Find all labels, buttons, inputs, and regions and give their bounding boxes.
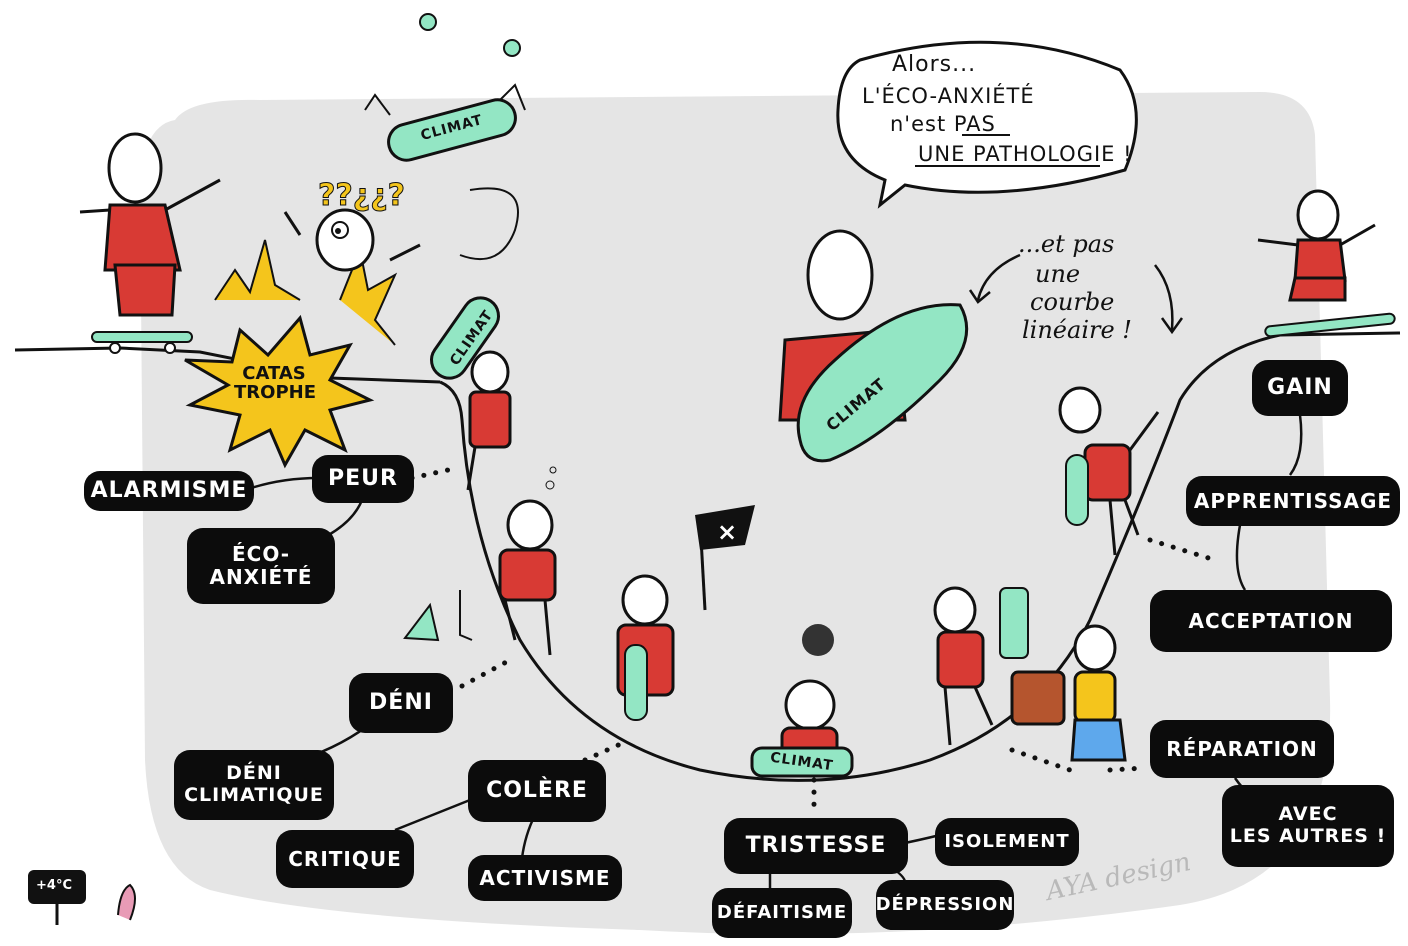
label-colere: COLÈRE: [468, 760, 606, 822]
label-reparation: RÉPARATION: [1150, 720, 1334, 778]
label-depression: DÉPRESSION: [876, 880, 1014, 930]
label-tristesse: TRISTESSE: [724, 818, 908, 874]
thermometer-text: +4°C: [36, 878, 72, 893]
catastrophe-text: CATAS TROPHE: [234, 363, 316, 403]
label-eco-anxiete-line-1: ÉCO-: [231, 542, 290, 566]
catastrophe-star: [184, 314, 375, 469]
sad-character: [750, 624, 854, 778]
skater-right-character: [1257, 189, 1396, 338]
label-eco-anxiete-line-2: ANXIÉTÉ: [209, 565, 313, 589]
left-ground-line: [14, 346, 441, 384]
arrow-right: [1154, 264, 1174, 331]
arrow-right-head: [1160, 317, 1184, 335]
label-gain: GAIN: [1252, 360, 1348, 416]
sand-bucket: [403, 602, 440, 642]
bubble-line-2: L'ÉCO-ANXIÉTÉ: [862, 84, 1035, 108]
label-alarmisme: ALARMISME: [84, 471, 254, 511]
emotional-curve: [439, 331, 1401, 782]
curve-note-line-2: une: [1035, 260, 1081, 288]
speech-bubble: [836, 40, 1138, 209]
label-eco-anxiete: ÉCO-ANXIÉTÉ: [187, 528, 335, 604]
svg-text:×: ×: [717, 518, 737, 546]
label-avec-les-autres-line-1: AVEC: [1278, 803, 1338, 826]
climbing-character-left: [430, 296, 512, 491]
label-defaitisme: DÉFAITISME: [712, 888, 852, 938]
dotted-connectors: [409, 467, 1218, 813]
label-apprentissage: APPRENTISSAGE: [1186, 476, 1400, 526]
drinking-character: [498, 466, 557, 656]
label-activisme: ACTIVISME: [468, 855, 622, 901]
bubble-line-4: UNE PATHOLOGIE !: [918, 142, 1133, 166]
falling-character: [283, 208, 421, 272]
curve-note-line-4: linéaire !: [1022, 316, 1132, 344]
arrow-left-head: [968, 289, 991, 304]
climbing-character-right: [1058, 386, 1160, 556]
label-avec-les-autres-line-2: LES AUTRES !: [1229, 825, 1387, 847]
question-marks: ??¿¿?: [318, 178, 405, 213]
label-isolement: ISOLEMENT: [935, 818, 1079, 866]
catastrophe-line-1: CATAS: [242, 363, 306, 384]
curve-note-line-1: ...et pas: [1018, 230, 1115, 258]
skater-left-character: [79, 132, 221, 354]
label-critique: CRITIQUE: [276, 830, 414, 888]
label-deni-climatique-line-1: DÉNI: [226, 762, 282, 785]
label-peur: PEUR: [312, 455, 414, 503]
repair-characters: [933, 586, 1127, 762]
central-character: [778, 229, 969, 463]
label-deni: DÉNI: [349, 673, 453, 733]
bubble-line-3: n'est PAS: [890, 112, 996, 136]
motion-lines: [364, 83, 526, 116]
curve-note-line-3: courbe: [1030, 288, 1115, 316]
label-deni-climatique-line-2: CLIMATIQUE: [184, 784, 324, 806]
flying-climate-board: [387, 98, 517, 162]
catastrophe-line-2: TROPHE: [234, 381, 316, 403]
label-acceptation: ACCEPTATION: [1150, 590, 1392, 652]
arrow-left: [976, 253, 1021, 301]
burst-left: [214, 239, 301, 301]
temperature-sign: [28, 870, 86, 904]
worm: [117, 883, 136, 921]
bubble-line-1: Alors...: [892, 52, 977, 77]
flag-character: ×: [616, 505, 755, 721]
